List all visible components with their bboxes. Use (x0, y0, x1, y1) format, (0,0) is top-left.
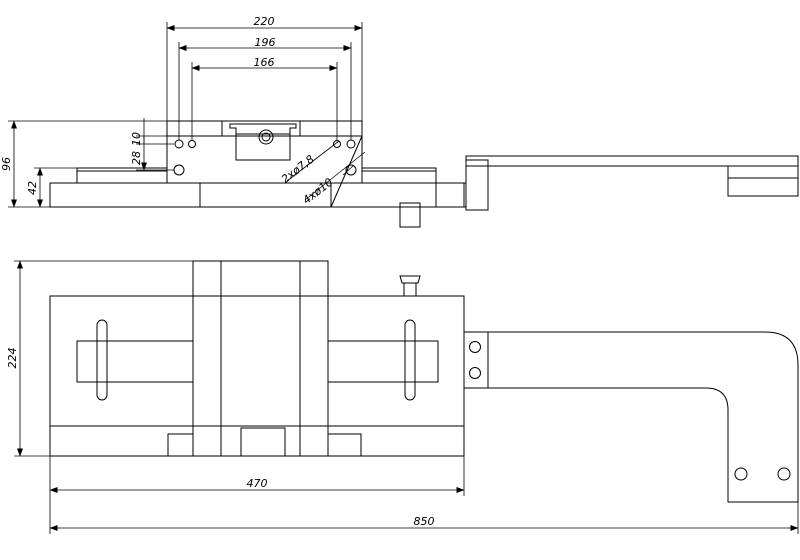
top-arm-block (463, 331, 489, 389)
front-arm (465, 155, 799, 167)
top-view-dimensions: 224 470 850 (6, 260, 799, 534)
dim-224: 224 (6, 348, 19, 369)
slot-left (96, 319, 108, 401)
front-center-body (166, 135, 363, 208)
hole-left-small (188, 140, 196, 148)
top-notch (240, 427, 286, 456)
dim-470: 470 (247, 477, 268, 490)
front-right-block (361, 167, 437, 184)
front-arm-bracket (727, 165, 799, 197)
front-view (49, 120, 799, 228)
dim-holes-large: 4xø10 (300, 176, 335, 207)
front-jaw-block (229, 123, 297, 161)
hole-right-small (333, 140, 341, 148)
top-arm-end-hole-2 (777, 467, 791, 481)
dim-42: 42 (26, 181, 39, 195)
dim-850: 850 (414, 515, 435, 528)
dim-96: 96 (0, 157, 13, 171)
front-rod (435, 182, 467, 208)
front-arm-end (465, 159, 489, 211)
top-arm-hole-2 (469, 367, 481, 379)
top-left-clamp-bar (76, 340, 194, 383)
dim-196: 196 (255, 36, 276, 49)
top-knob (399, 275, 421, 284)
hole-left-lower (173, 164, 185, 176)
top-center-body (192, 260, 329, 457)
front-jaw-hole (258, 129, 274, 145)
front-knob (399, 202, 421, 228)
top-right-clamp-bar (327, 340, 439, 383)
dim-220: 220 (254, 15, 275, 28)
hole-right-lower (345, 164, 357, 176)
slot-right (404, 319, 416, 401)
dim-28: 28 (130, 151, 143, 165)
hole-right-large (346, 139, 356, 149)
top-arm-end-hole-1 (734, 467, 748, 481)
hole-left-large (174, 139, 184, 149)
top-foot-blocks (167, 433, 362, 456)
dim-holes-small: 2xø7,8 (279, 153, 317, 186)
top-base-plate (49, 295, 465, 457)
top-l-arm (488, 331, 799, 503)
top-arm-hole-1 (469, 341, 481, 353)
front-view-dimensions: 220 196 166 96 42 28 10 2xø7,8 4xø1 (0, 15, 366, 208)
top-view (49, 260, 799, 503)
dim-10: 10 (130, 132, 143, 146)
dim-166: 166 (254, 56, 275, 69)
